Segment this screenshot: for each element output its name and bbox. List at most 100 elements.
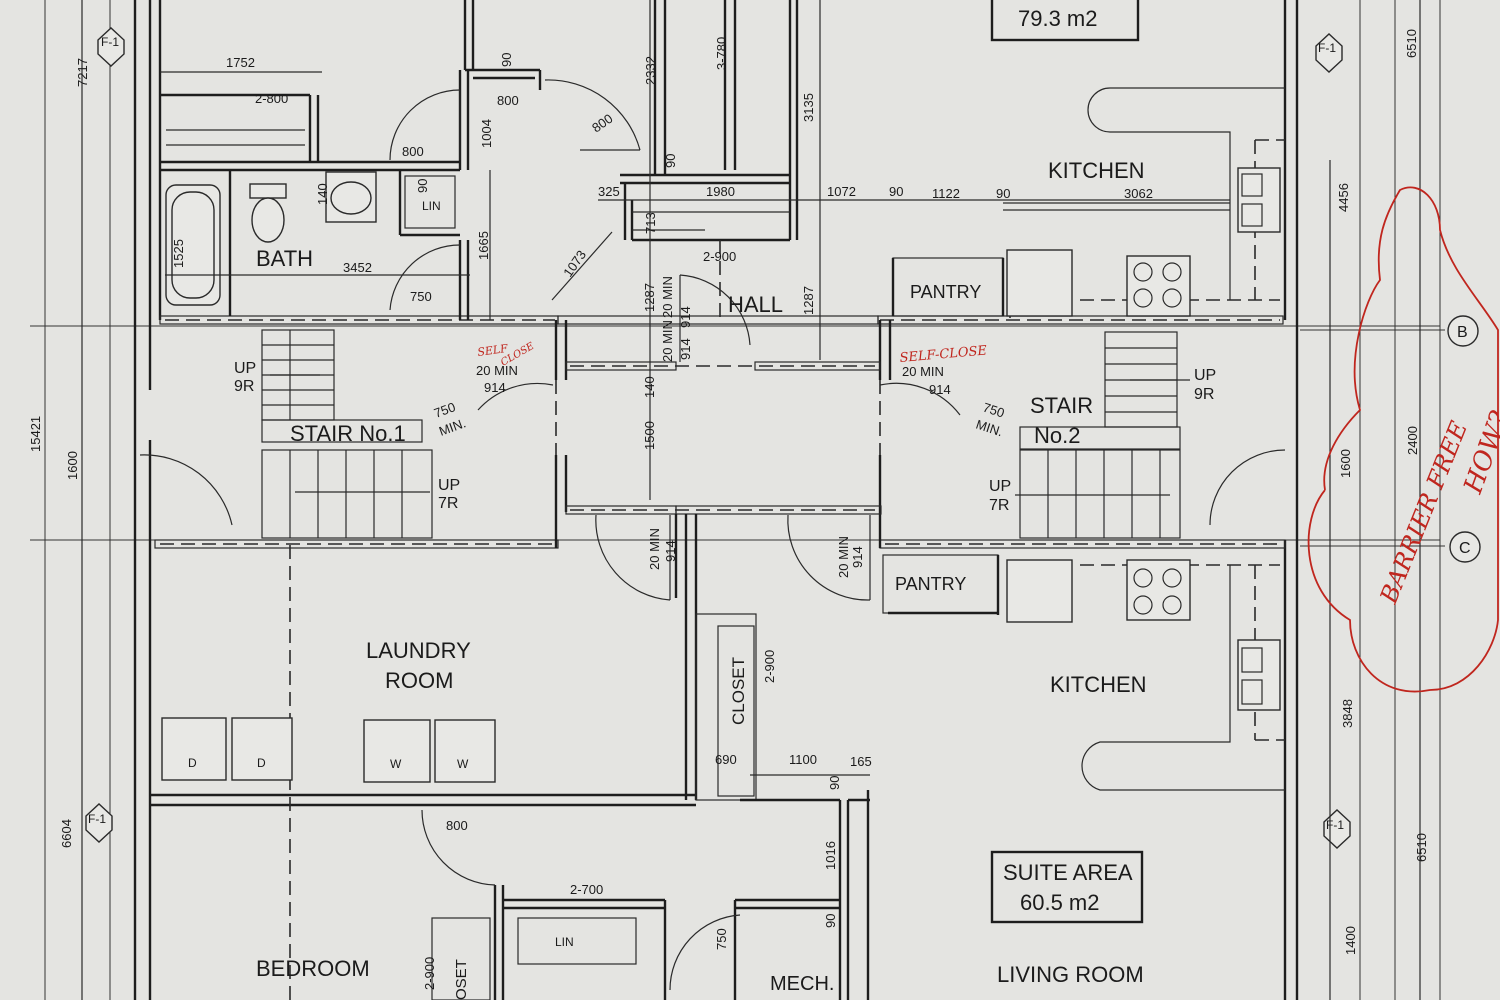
dim-90-b: 90 [415, 179, 430, 193]
grid-marker-c: C [1449, 531, 1481, 563]
exterior-walls [133, 0, 1299, 1000]
dim-750-a: 750 [410, 289, 432, 304]
dim-2-800-a: 2-800 [255, 91, 288, 106]
dim-90-d: 90 [889, 184, 903, 199]
room-lin-bottom: LIN [555, 935, 574, 949]
dim-3062: 3062 [1124, 186, 1153, 201]
dim-4456: 4456 [1336, 183, 1351, 212]
dim-1016: 1016 [823, 841, 838, 870]
room-living: LIVING ROOM [997, 962, 1144, 987]
svg-text:F-1: F-1 [1318, 41, 1336, 55]
dim-914-b: 914 [484, 380, 506, 395]
bathroom-fixtures [165, 129, 377, 306]
s2-risers-bottom: 7R [989, 497, 1009, 514]
grid-lines [30, 0, 1445, 1000]
svg-text:F-1: F-1 [88, 812, 106, 826]
dim-2-900-c: 2-900 [422, 957, 437, 990]
washer-2-label: W [457, 757, 469, 771]
svg-text:F-1: F-1 [101, 35, 119, 49]
room-stair-2-line2: No.2 [1034, 423, 1080, 448]
stair-2 [1015, 331, 1190, 539]
kitchen-bottom-fixtures [1006, 559, 1285, 791]
dim-90-e: 90 [996, 186, 1010, 201]
grid-marker-b: B [1447, 315, 1479, 347]
stair-labels: UP 9R UP 7R UP 9R UP 7R [234, 360, 1216, 514]
area-suite-label: SUITE AREA [1003, 860, 1133, 885]
dim-914-c: 914 [678, 338, 693, 360]
f1-marker-top-right: F-1 [1315, 33, 1343, 73]
s2-up-bottom: UP [989, 478, 1011, 495]
svg-text:B: B [1457, 324, 1468, 341]
svg-text:C: C [1459, 540, 1471, 557]
dryer-1-label: D [188, 756, 197, 770]
room-laundry-line2: ROOM [385, 668, 453, 693]
dim-1072: 1072 [827, 184, 856, 199]
dim-20min-c: 20 MIN [660, 320, 675, 362]
dim-15421: 15421 [28, 416, 43, 452]
s1-risers-bottom: 7R [438, 495, 458, 512]
dim-800-c: 800 [402, 144, 424, 159]
dim-1980: 1980 [706, 184, 735, 199]
barrier-free-note: BARRIER FREE [1374, 417, 1473, 608]
dim-20min-e: 20 MIN [647, 528, 662, 570]
laundry-appliances [161, 717, 496, 783]
dim-3-780: 3-780 [714, 37, 729, 70]
dim-914-e: 914 [663, 540, 678, 562]
dim-800-b: 800 [589, 111, 615, 136]
dim-6604: 6604 [59, 819, 74, 848]
dim-750-c: 750 [981, 400, 1006, 421]
dim-1665: 1665 [476, 231, 491, 260]
dimension-labels: 1752 2-800 800 800 800 90 140 90 1004 16… [28, 29, 1429, 990]
dim-20min-d: 20 MIN [902, 364, 944, 379]
kitchen-top-fixtures [1006, 87, 1285, 317]
room-pantry-top: PANTRY [910, 282, 981, 302]
dim-1600-b: 1600 [1338, 449, 1353, 478]
dimension-lines [81, 0, 1421, 1000]
room-closet: CLOSET [729, 657, 748, 725]
dim-2400: 2400 [1405, 426, 1420, 455]
dim-713: 713 [643, 212, 658, 234]
s1-up-bottom: UP [438, 477, 460, 494]
dim-1500: 1500 [642, 421, 657, 450]
dim-914-d: 914 [929, 382, 951, 397]
dim-690: 690 [715, 752, 737, 767]
f1-marker-bottom-right: F-1 [1323, 809, 1351, 849]
dim-2-900-a: 2-900 [703, 249, 736, 264]
dim-2-700: 2-700 [570, 882, 603, 897]
dim-90-a: 90 [499, 53, 514, 67]
dim-3452: 3452 [343, 260, 372, 275]
washer-1-label: W [390, 757, 402, 771]
room-kitchen-top: KITCHEN [1048, 158, 1145, 183]
room-stair-1: STAIR No.1 [290, 421, 406, 446]
dim-90-g: 90 [823, 914, 838, 928]
room-labels: BATH HALL KITCHEN PANTRY STAIR No.1 STAI… [256, 158, 1147, 1000]
dim-140-a: 140 [315, 183, 330, 205]
red-annotations: SELF CLOSE SELF-CLOSE BARRIER FREE HOW? [477, 186, 1500, 693]
dim-7217: 7217 [75, 58, 90, 87]
self-close-note-2: SELF-CLOSE [899, 343, 988, 366]
s2-up-top: UP [1194, 367, 1216, 384]
dim-914-f: 914 [850, 546, 865, 568]
how-note: HOW? [1458, 407, 1500, 499]
room-bath: BATH [256, 246, 313, 271]
dim-165: 165 [850, 754, 872, 769]
area-top-value: 79.3 m2 [1018, 6, 1098, 31]
dim-750-d: 750 [714, 928, 729, 950]
dim-800-a: 800 [497, 93, 519, 108]
area-suite-value: 60.5 m2 [1020, 890, 1100, 915]
dim-90-f: 90 [827, 776, 842, 790]
dim-1752: 1752 [226, 55, 255, 70]
dim-3135: 3135 [801, 93, 816, 122]
s1-risers-top: 9R [234, 378, 254, 395]
area-boxes: 79.3 m2 SUITE AREA 60.5 m2 [990, 0, 1144, 924]
cloud-outline [1307, 186, 1499, 693]
dim-20min-f: 20 MIN [836, 536, 851, 578]
room-laundry-line1: LAUNDRY [366, 638, 471, 663]
dim-6510-a: 6510 [1404, 29, 1419, 58]
dim-20min-b: 20 MIN [476, 363, 518, 378]
dim-6510-b: 6510 [1414, 833, 1429, 862]
f1-marker-top-left: F-1 [97, 27, 125, 67]
dim-1525: 1525 [171, 239, 186, 268]
room-hall: HALL [728, 292, 783, 317]
interior-walls [150, 0, 1286, 1000]
